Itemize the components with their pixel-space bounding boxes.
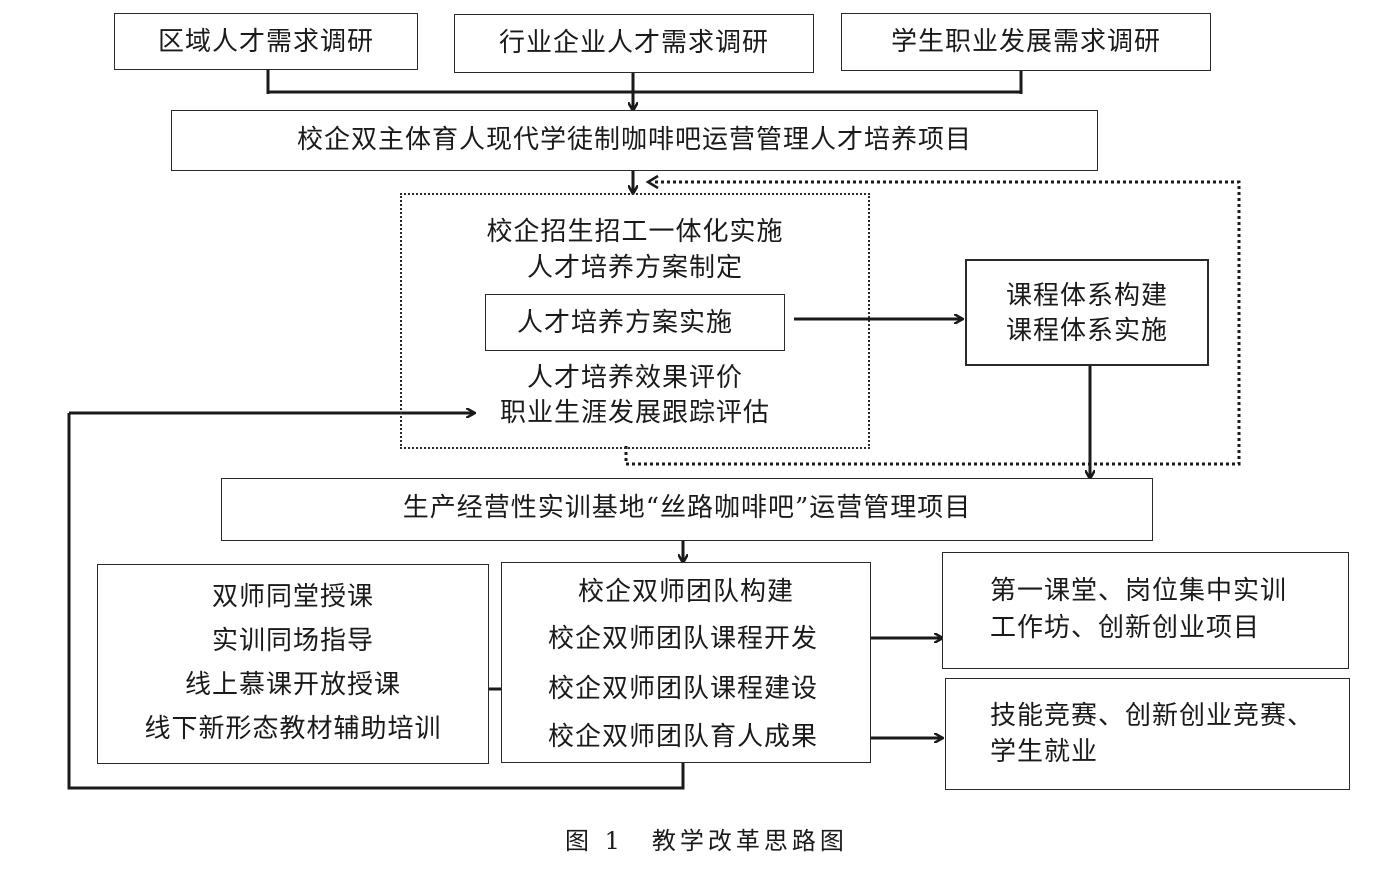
- top-box-student-label: 学生职业发展需求调研: [890, 27, 1161, 57]
- team-line4: 校企双师团队育人成果: [548, 722, 819, 752]
- right-box-classroom-line2: 工作坊、创新创业项目: [990, 613, 1261, 643]
- teaching-mode-box: [97, 564, 489, 764]
- project-box: [171, 110, 1098, 171]
- top-box-region: [114, 13, 418, 70]
- teaching-mode-line3: 线上慕课开放授课: [184, 670, 401, 700]
- right-box-competition: [945, 678, 1350, 790]
- course-system-line2: 课程体系实施: [1005, 316, 1168, 346]
- top-box-student: [841, 13, 1211, 71]
- course-system-line1: 课程体系构建: [1005, 281, 1168, 311]
- teaching-mode-line1: 双师同堂授课: [211, 582, 374, 612]
- dotted-arrowhead: [645, 174, 659, 190]
- center-group-box: [400, 193, 870, 449]
- right-box-competition-line1: 技能竞赛、创新创业竞赛、: [990, 701, 1315, 731]
- dotted-feedback: [624, 180, 1241, 466]
- top-box-industry: [454, 14, 814, 73]
- team-line1: 校企双师团队构建: [577, 577, 794, 607]
- right-box-classroom: [942, 552, 1349, 669]
- center-group-line3: 人才培养效果评价: [526, 363, 743, 393]
- top-box-region-label: 区域人才需求调研: [157, 27, 374, 57]
- base-project-box: [221, 478, 1153, 541]
- right-box-competition-line2: 学生就业: [990, 737, 1099, 767]
- inner-plan-label: 人才培养方案实施: [516, 308, 733, 338]
- right-box-classroom-line1: 第一课堂、岗位集中实训: [990, 576, 1288, 606]
- feedback-loop: [67, 413, 685, 790]
- top-box-industry-label: 行业企业人才需求调研: [498, 28, 769, 58]
- course-system-box: [965, 259, 1209, 366]
- base-project-label: 生产经营性实训基地“丝路咖啡吧”运营管理项目: [402, 493, 972, 523]
- inner-plan-box: [485, 294, 785, 351]
- center-group-line2: 人才培养方案制定: [526, 253, 743, 283]
- center-group-line4: 职业生涯发展跟踪评估: [499, 398, 770, 428]
- center-group-line1: 校企招生招工一体化实施: [486, 217, 784, 247]
- team-box: [501, 562, 871, 763]
- team-line2: 校企双师团队课程开发: [548, 624, 819, 654]
- teaching-mode-line2: 实训同场指导: [211, 626, 374, 656]
- figure-caption: 图 1 教学改革思路图: [565, 827, 848, 855]
- team-line3: 校企双师团队课程建设: [548, 674, 819, 704]
- project-label: 校企双主体育人现代学徒制咖啡吧运营管理人才培养项目: [296, 125, 972, 155]
- teaching-mode-line4: 线下新形态教材辅助培训: [144, 714, 442, 744]
